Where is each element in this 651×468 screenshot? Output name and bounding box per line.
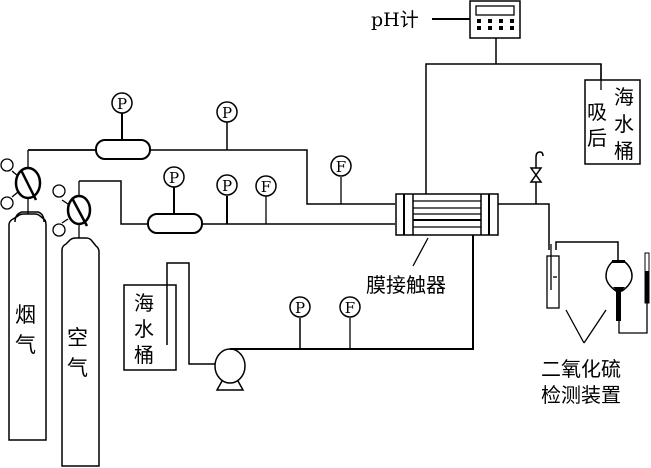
flue-gas-label-2: 气 xyxy=(15,333,36,357)
flue-gas-regulator xyxy=(0,150,42,214)
membrane-contactor xyxy=(395,193,499,236)
svg-text:P: P xyxy=(222,177,232,195)
seawater-tank-label-3: 桶 xyxy=(134,343,154,367)
air-label-2: 气 xyxy=(67,356,88,380)
membrane-contactor-label: 膜接触器 xyxy=(366,273,446,297)
absorbed-seawater-tank xyxy=(584,79,641,165)
svg-text:F: F xyxy=(336,158,346,176)
air-buffer-tank xyxy=(147,213,203,234)
so2-detector-label-2: 检测装置 xyxy=(541,383,621,407)
ph-meter-label: pH计 xyxy=(371,9,419,31)
pressure-gauge-4: P xyxy=(216,174,238,196)
absorbed-tank-label-3: 海 xyxy=(614,85,634,109)
flow-meter-1: F xyxy=(330,155,352,177)
svg-text:P: P xyxy=(222,104,232,122)
pressure-gauge-3: P xyxy=(163,166,185,188)
pressure-gauge-2: P xyxy=(216,101,238,123)
vent-valve[interactable] xyxy=(529,151,544,183)
flow-meter-2: F xyxy=(255,175,277,197)
svg-text:P: P xyxy=(169,169,179,187)
pressure-gauge-1: P xyxy=(111,92,133,114)
flow-meter-3: F xyxy=(339,296,361,318)
seawater-tank-label-2: 水 xyxy=(134,317,154,341)
svg-text:P: P xyxy=(295,299,305,317)
absorbed-tank-label-1: 吸 xyxy=(587,100,607,124)
absorbed-tank-label-5: 桶 xyxy=(614,139,634,163)
air-regulator xyxy=(52,181,92,238)
flue-gas-label-1: 烟 xyxy=(15,303,36,327)
seawater-tank-label-1: 海 xyxy=(134,291,154,315)
ph-meter xyxy=(469,0,521,39)
water-pump xyxy=(214,348,246,391)
absorbed-tank-label-2: 后 xyxy=(587,126,607,150)
flue-gas-buffer-tank xyxy=(95,139,151,160)
air-cylinder xyxy=(61,237,100,467)
pressure-gauge-5: P xyxy=(289,296,311,318)
so2-detection-apparatus xyxy=(546,241,650,344)
svg-text:F: F xyxy=(261,178,271,196)
air-label-1: 空 xyxy=(67,326,88,350)
absorbed-tank-label-4: 水 xyxy=(614,112,634,136)
so2-detector-label-1: 二氧化硫 xyxy=(541,357,621,381)
flue-gas-cylinder xyxy=(8,211,47,441)
svg-text:F: F xyxy=(345,299,355,317)
svg-text:P: P xyxy=(117,95,127,113)
